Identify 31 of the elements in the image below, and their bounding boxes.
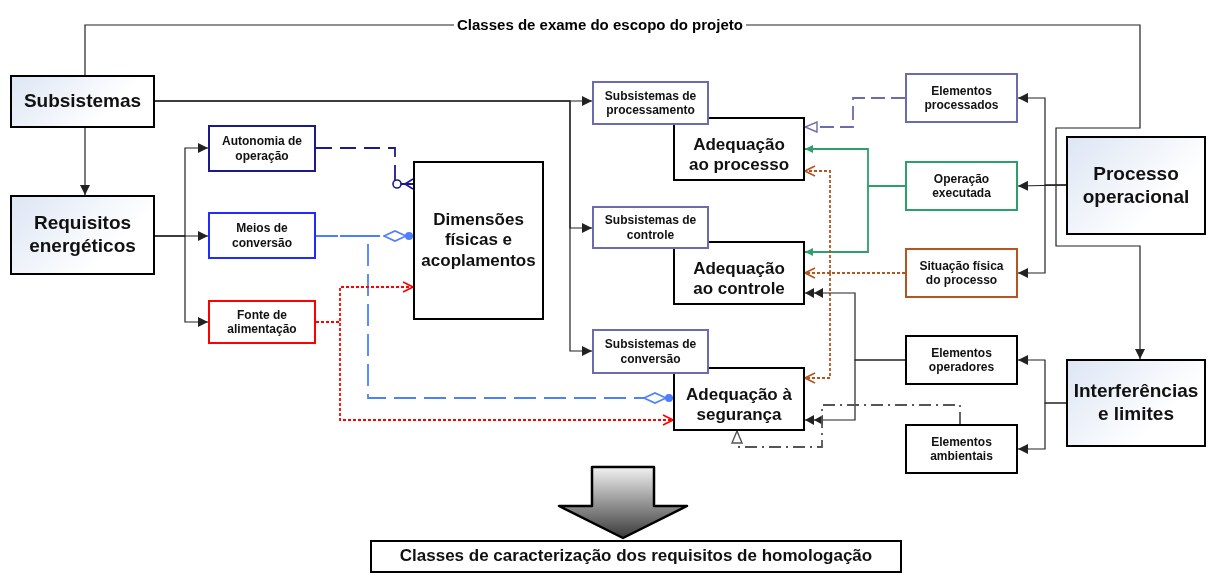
connector-arrow — [154, 235, 209, 327]
category-box: Subsistemas — [10, 75, 155, 128]
element-box: Elementos ambientais — [905, 424, 1018, 474]
element-box: Elementos operadores — [905, 335, 1018, 385]
edge-label: Classes de exame do escopo do projeto — [454, 16, 746, 34]
category-box: Interferências e limites — [1066, 359, 1206, 447]
element-box: Operação executada — [905, 161, 1018, 211]
requirement-box: Autonomia de operação — [208, 125, 316, 172]
connector-arrow — [804, 97, 906, 133]
subsystem-box: Subsistemas de processamento — [592, 81, 709, 125]
connector-arrow — [731, 404, 961, 448]
connector-arrow — [1017, 402, 1067, 454]
class-box: Adequação à segurança — [673, 367, 805, 431]
subsystem-box: Subsistemas de conversão — [592, 329, 709, 374]
connector-arrow — [154, 100, 593, 356]
class-box: Dimensões físicas e acoplamentos — [413, 161, 544, 320]
connector-arrow — [804, 185, 906, 256]
class-box: Adequação ao processo — [673, 117, 805, 181]
requirement-box: Meios de conversão — [208, 212, 316, 259]
element-box: Situação física do processo — [905, 248, 1018, 298]
category-box: Processo operacional — [1066, 136, 1206, 235]
class-box: Adequação ao controle — [673, 241, 805, 305]
category-box: Requisitos energéticos — [10, 195, 155, 275]
requirement-box: Fonte de alimentação — [208, 300, 316, 344]
connector-arrow — [80, 127, 90, 196]
element-box: Elementos processados — [905, 73, 1018, 123]
result-box: Classes de caracterização dos requisitos de homologação — [370, 540, 902, 573]
subsystem-box: Subsistemas de controle — [592, 206, 709, 249]
block-arrow — [557, 465, 689, 540]
connector-arrow — [1017, 184, 1067, 278]
connector-arrow — [804, 272, 906, 384]
